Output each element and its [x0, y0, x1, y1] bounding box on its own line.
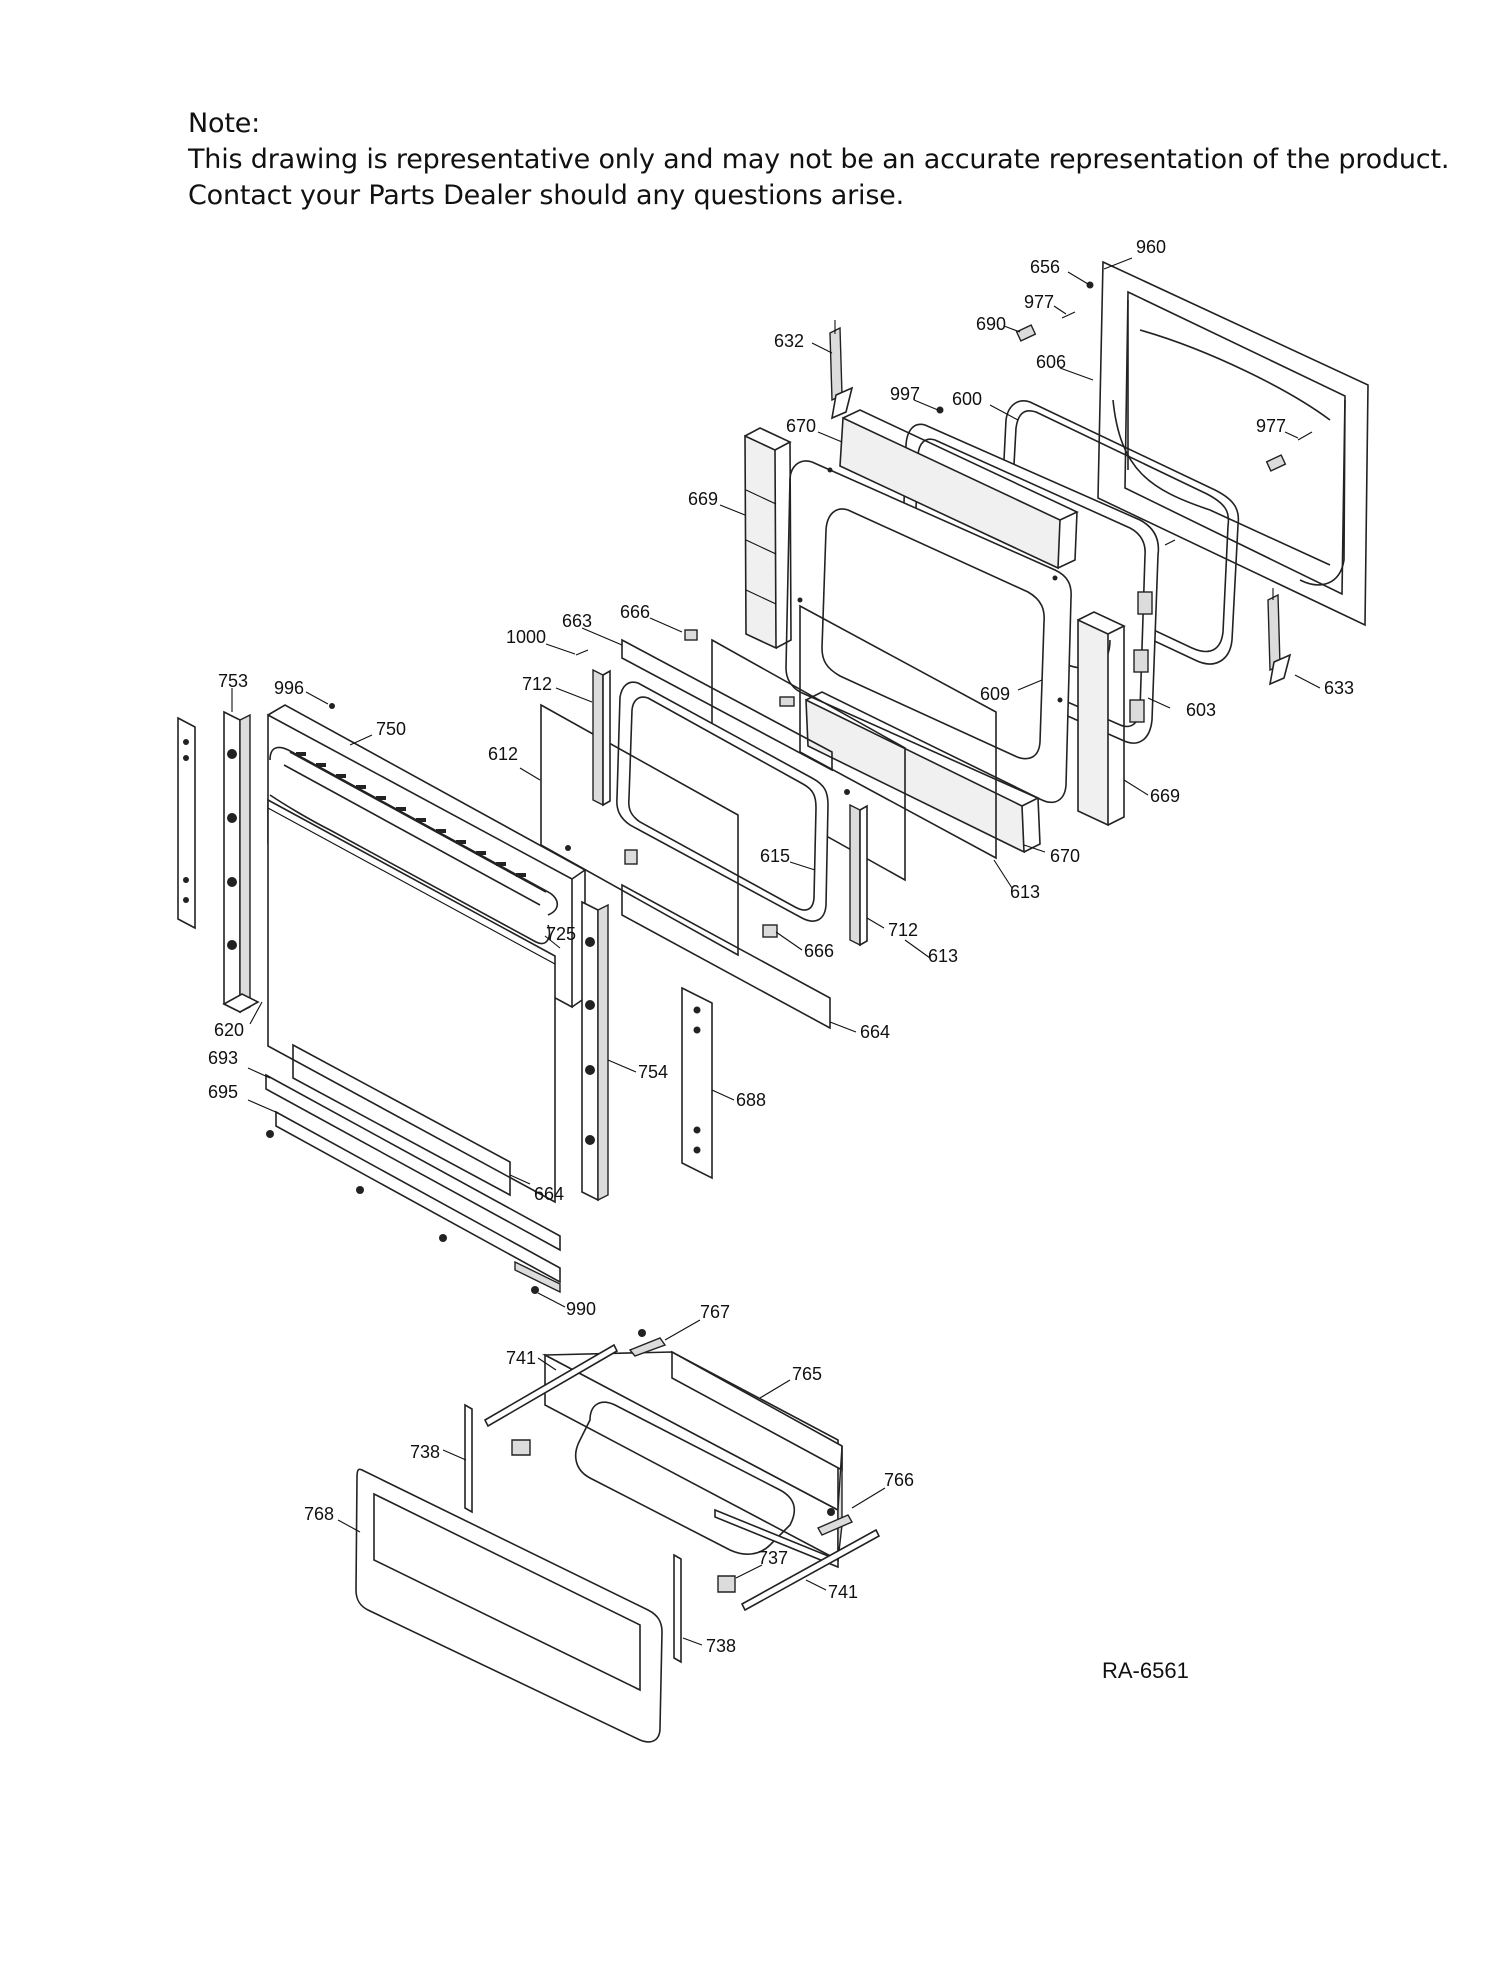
callout-632: 632: [774, 331, 804, 351]
glass-panel-rear: [799, 604, 997, 860]
callout-712a: 712: [522, 674, 552, 694]
callout-750: 750: [376, 719, 406, 739]
callout-997: 997: [890, 384, 920, 404]
note-heading: Note:: [188, 108, 261, 139]
bottom-trim-lower: [275, 1110, 561, 1294]
drawer-front-panel: [355, 1468, 663, 1743]
callout-741b: 741: [828, 1582, 858, 1602]
callout-688: 688: [736, 1090, 766, 1110]
callout-labels: 960 656 977 690 606 632 997 600 977 670 …: [208, 237, 1354, 1656]
callout-603: 603: [1186, 700, 1216, 720]
bottom-trim-shield: [292, 1043, 511, 1197]
drawer-roller-left: [511, 1439, 531, 1456]
side-trim-left-outer: [177, 716, 196, 930]
callout-669b: 669: [1150, 786, 1180, 806]
callout-613b: 613: [1010, 882, 1040, 902]
callout-695: 695: [208, 1082, 238, 1102]
callout-990: 990: [566, 1299, 596, 1319]
drawer-bracket-left: [464, 1403, 473, 1514]
note-disclaimer: This drawing is representative only and …: [188, 144, 1450, 175]
callout-1000: 1000: [506, 627, 546, 647]
hinge-right: [1267, 588, 1292, 686]
drawer-slide-right: [740, 1528, 881, 1612]
side-trim-bracket: [681, 986, 713, 1180]
door-gasket: [998, 400, 1240, 665]
callout-738b: 738: [706, 1636, 736, 1656]
callout-768: 768: [304, 1504, 334, 1524]
bottom-screws: [266, 1130, 539, 1294]
callout-725: 725: [546, 924, 576, 944]
callout-996: 996: [274, 678, 304, 698]
drawer-slide-left: [483, 1343, 619, 1428]
callout-664b: 664: [534, 1184, 564, 1204]
drawer-roller-lower: [717, 1575, 736, 1593]
callout-690: 690: [976, 314, 1006, 334]
callout-664a: 664: [860, 1022, 890, 1042]
callout-606: 606: [1036, 352, 1066, 372]
door-outer-glass: [267, 798, 556, 1204]
callout-666a: 666: [620, 602, 650, 622]
callout-leaders: [231, 257, 1321, 1646]
side-trim-right: [581, 900, 609, 1202]
door-back-frame: [1097, 260, 1369, 627]
insulation-lower: [805, 691, 1041, 854]
callout-767: 767: [700, 1302, 730, 1322]
callout-977b: 977: [1256, 416, 1286, 436]
document-code: RA-6561: [1102, 1658, 1189, 1683]
callout-615: 615: [760, 846, 790, 866]
callout-741a: 741: [506, 1348, 536, 1368]
drawer-tub: [541, 1350, 843, 1569]
callout-613a: 613: [928, 946, 958, 966]
side-trim-left: [222, 710, 260, 1014]
note-contact: Contact your Parts Dealer should any que…: [188, 180, 904, 211]
callout-612: 612: [488, 744, 518, 764]
window-pack-frame: [616, 681, 829, 922]
callout-737: 737: [758, 1548, 788, 1568]
side-channel-left: [592, 668, 611, 807]
side-channel-right: [849, 803, 868, 947]
heat-shield-upper: [621, 638, 833, 772]
callout-600: 600: [952, 389, 982, 409]
insulation-side-lower: [1077, 611, 1126, 827]
callout-620: 620: [214, 1020, 244, 1040]
callout-666b: 666: [804, 941, 834, 961]
callout-656: 656: [1030, 257, 1060, 277]
callout-633: 633: [1324, 678, 1354, 698]
callout-738a: 738: [410, 1442, 440, 1462]
front-inner-glass: [540, 703, 739, 957]
callout-765: 765: [792, 1364, 822, 1384]
callout-609: 609: [980, 684, 1010, 704]
drawer-roller-top: [628, 1329, 667, 1357]
bottom-trim-upper: [265, 1073, 561, 1252]
callout-670a: 670: [786, 416, 816, 436]
hinge-left: [829, 320, 854, 420]
callout-960: 960: [1136, 237, 1166, 257]
callout-766: 766: [884, 1470, 914, 1490]
callout-693: 693: [208, 1048, 238, 1068]
insulation-upper: [839, 409, 1079, 570]
heat-shield-lower: [621, 883, 831, 1030]
drawer-bracket-right: [673, 1553, 682, 1664]
callout-670b: 670: [1050, 846, 1080, 866]
callout-753: 753: [218, 671, 248, 691]
inner-door-frame: [785, 460, 1072, 804]
insulation-side-upper: [744, 427, 792, 650]
callout-663: 663: [562, 611, 592, 631]
callout-977: 977: [1024, 292, 1054, 312]
callout-754: 754: [638, 1062, 668, 1082]
drawer-roller-right: [817, 1508, 853, 1536]
callout-669a: 669: [688, 489, 718, 509]
callout-712b: 712: [888, 920, 918, 940]
fasteners-top: [329, 281, 1313, 938]
